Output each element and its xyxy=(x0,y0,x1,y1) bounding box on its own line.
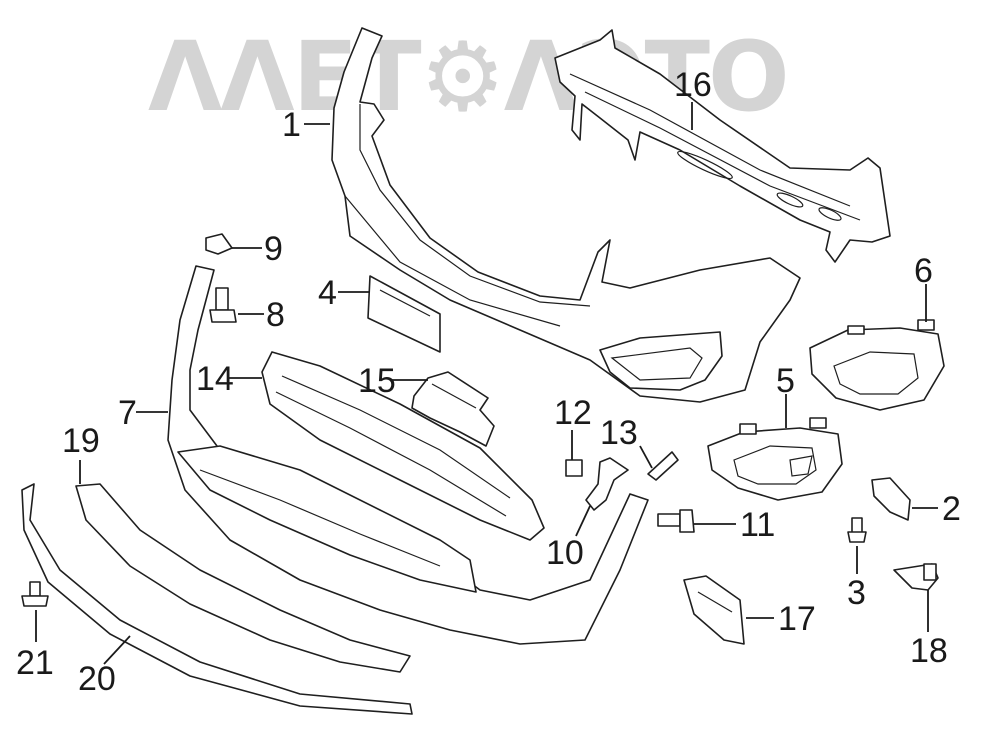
part-12-clip xyxy=(565,459,583,477)
part-3-screw xyxy=(847,517,867,543)
part-14-grille xyxy=(261,351,545,541)
callout-10: 10 xyxy=(546,534,584,572)
callout-9: 9 xyxy=(264,230,283,268)
part-17-module xyxy=(683,575,745,645)
part-19-trim-strip xyxy=(75,483,411,673)
part-9-clip xyxy=(205,233,233,255)
callout-17: 17 xyxy=(778,600,816,638)
callout-21: 21 xyxy=(16,644,54,682)
callout-19: 19 xyxy=(62,422,100,460)
callout-3: 3 xyxy=(847,574,866,612)
part-10-bracket xyxy=(585,457,629,511)
part-20-molding xyxy=(21,483,413,715)
callout-6: 6 xyxy=(914,252,933,290)
part-21-push-pin xyxy=(21,581,49,607)
part-5-fog-bezel-left xyxy=(707,417,843,501)
callout-15: 15 xyxy=(358,362,396,400)
part-1-bumper-cover xyxy=(331,27,801,403)
part-2-bracket xyxy=(871,477,911,521)
part-15-bracket xyxy=(411,371,495,447)
callout-12: 12 xyxy=(554,394,592,432)
callout-13: 13 xyxy=(600,414,638,452)
leader-lines xyxy=(35,102,938,665)
callout-20: 20 xyxy=(78,660,116,698)
part-8-bolt xyxy=(209,287,237,323)
part-13-pin xyxy=(647,451,679,481)
callout-5: 5 xyxy=(776,362,795,400)
part-4-plate-bracket xyxy=(367,275,441,353)
part-6-fog-bezel-right xyxy=(809,319,945,411)
callout-labels: 1 2 3 4 5 6 7 8 9 10 11 12 13 14 15 16 1… xyxy=(16,66,961,698)
callout-4: 4 xyxy=(318,274,337,312)
callout-2: 2 xyxy=(942,490,961,528)
callout-18: 18 xyxy=(910,632,948,670)
callout-11: 11 xyxy=(740,506,775,544)
callout-8: 8 xyxy=(266,296,285,334)
part-16-reinforcement-beam xyxy=(554,29,891,263)
part-7-lower-cover xyxy=(167,265,649,645)
callout-16: 16 xyxy=(674,66,712,104)
callout-7: 7 xyxy=(118,394,137,432)
callout-1: 1 xyxy=(282,106,301,144)
part-18-sensor xyxy=(893,563,939,591)
callout-14: 14 xyxy=(196,360,234,398)
part-11-bolt xyxy=(657,509,695,533)
